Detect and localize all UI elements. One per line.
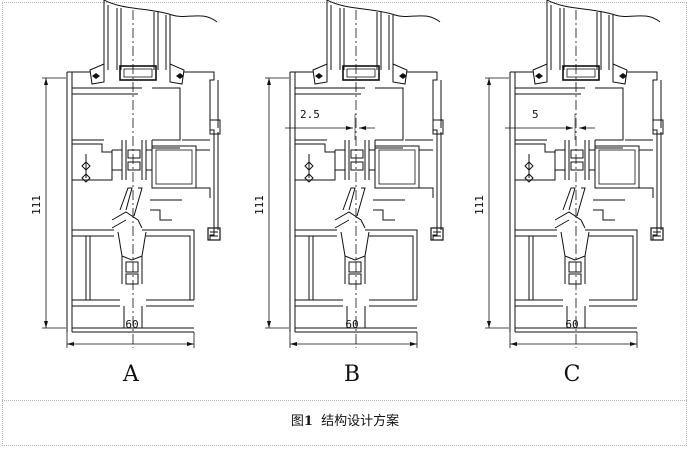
width-dimension-a: 60 [125,318,138,331]
caption-number: 1 [303,414,313,429]
height-dimension-a: 111 [30,195,43,215]
profile-section-c [484,0,664,349]
caption-prefix: 图 [290,414,304,429]
panel-label-b: B [344,362,360,387]
profile-section-b [264,0,444,349]
height-dimension-c: 111 [473,195,486,215]
profile-section-a [41,0,221,349]
height-dimension-b: 111 [253,195,266,215]
caption-divider [2,400,687,401]
width-dimension-c: 60 [565,318,578,331]
width-dimension-b: 60 [345,318,358,331]
figure-caption: 图1 结构设计方案 [0,410,690,429]
offset-dimension-b: 2.5 [300,108,320,121]
panel-label-c: C [564,362,581,387]
caption-title: 结构设计方案 [321,414,400,429]
offset-dimension-c: 5 [532,108,539,121]
panel-label-a: A [122,362,140,387]
